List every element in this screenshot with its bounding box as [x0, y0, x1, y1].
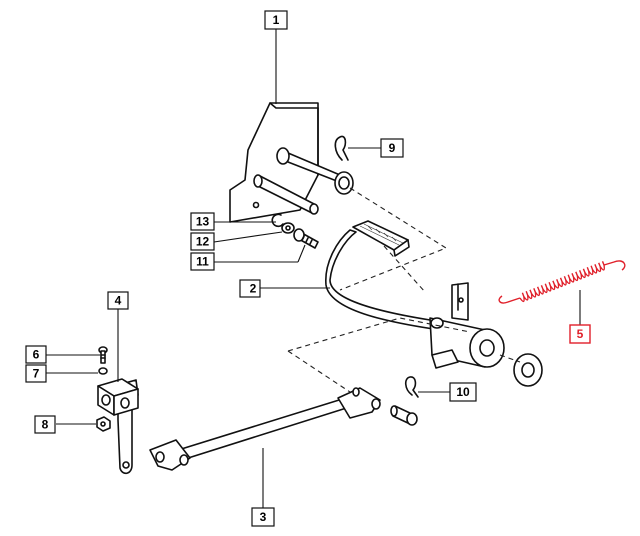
callout-10: 10 [449, 382, 477, 402]
callout-1: 1 [264, 10, 288, 30]
washer-12-part [281, 222, 295, 234]
mounting-plate-part [229, 102, 354, 223]
linkage-rod-part [149, 387, 381, 471]
callout-5: 5 [569, 324, 591, 344]
washer-7-part [98, 367, 108, 375]
return-spring-part [498, 260, 626, 304]
bolt-6-part [98, 346, 108, 364]
callout-13-label: 13 [196, 215, 210, 229]
spring-clip-9-part [334, 135, 349, 161]
callout-7-label: 7 [33, 367, 40, 381]
callout-3-label: 3 [260, 510, 267, 524]
callout-4: 4 [107, 291, 129, 310]
nut-8-part [96, 416, 111, 432]
callout-12: 12 [190, 232, 215, 251]
callout-2-label: 2 [250, 282, 257, 296]
callout-11-label: 11 [196, 255, 209, 269]
callout-8-label: 8 [42, 418, 49, 432]
callout-8: 8 [34, 415, 56, 434]
callout-9-label: 9 [389, 141, 396, 155]
callout-4-label: 4 [115, 294, 122, 308]
leader-lines [46, 28, 581, 508]
pedal-lever-part [325, 220, 505, 369]
pivot-bracket-part [97, 378, 139, 475]
callout-3: 3 [251, 507, 275, 527]
callout-10-label: 10 [456, 385, 470, 399]
bolt-11-part [293, 228, 319, 249]
callout-7: 7 [25, 364, 47, 383]
spring-clip-10-part [404, 376, 419, 398]
callout-1-label: 1 [273, 13, 280, 27]
callout-11: 11 [190, 252, 215, 271]
callout-9: 9 [380, 138, 404, 158]
callout-12-label: 12 [196, 235, 210, 249]
callout-6: 6 [25, 345, 47, 364]
clevis-pin-part [390, 405, 418, 426]
callout-13: 13 [190, 212, 215, 231]
callout-2: 2 [239, 279, 261, 298]
hub-washer-part [513, 353, 543, 387]
callout-6-label: 6 [33, 348, 40, 362]
clip-13-part [271, 213, 284, 228]
assembly-lines [287, 187, 521, 393]
callout-5-label: 5 [577, 327, 584, 341]
